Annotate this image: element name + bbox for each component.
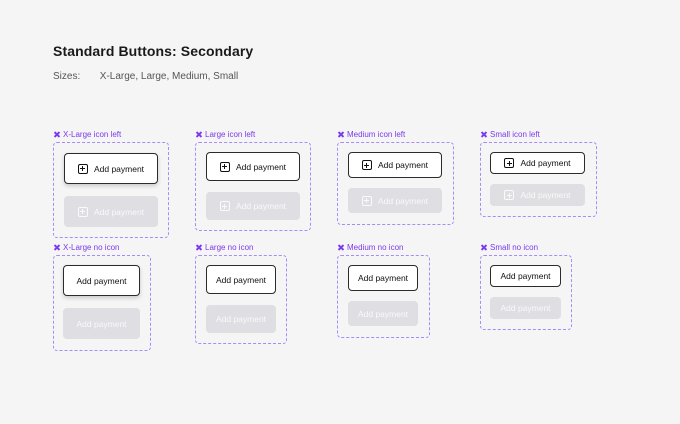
component-frame xyxy=(337,142,454,225)
diamond-icon xyxy=(337,244,344,251)
component-frame xyxy=(53,255,151,351)
add-payment-button[interactable]: Add payment xyxy=(64,153,158,184)
sizes-label: Sizes: xyxy=(53,71,81,82)
add-payment-button-disabled: Add payment xyxy=(490,297,561,319)
group-label: X-Large icon left xyxy=(53,130,121,139)
diamond-icon xyxy=(195,131,202,138)
button-label: Add payment xyxy=(357,273,409,283)
add-payment-button-disabled: Add payment xyxy=(348,188,442,213)
plus-icon xyxy=(77,206,88,217)
button-label: Add payment xyxy=(377,160,429,170)
group-label-text: X-Large icon left xyxy=(63,130,122,139)
add-payment-button[interactable]: Add payment xyxy=(348,152,442,178)
add-payment-button-disabled: Add payment xyxy=(206,305,276,333)
group-label: Large no icon xyxy=(195,243,253,252)
component-frame xyxy=(480,255,572,330)
diamond-icon xyxy=(53,244,60,251)
add-payment-button-disabled: Add payment xyxy=(490,184,585,206)
group-label: Medium icon left xyxy=(337,130,405,139)
group-label-text: Small icon left xyxy=(490,130,540,139)
button-label: Add payment xyxy=(235,201,287,211)
diamond-icon xyxy=(337,131,344,138)
button-label: Add payment xyxy=(215,274,267,285)
group-label-text: Small no icon xyxy=(490,243,539,252)
component-frame xyxy=(480,142,597,217)
button-label: Add payment xyxy=(520,158,571,168)
plus-icon xyxy=(219,161,230,172)
button-label: Add payment xyxy=(520,190,571,200)
group-label: Large icon left xyxy=(195,130,255,139)
add-payment-button[interactable]: Add payment xyxy=(206,265,276,294)
button-label: Add payment xyxy=(357,308,409,319)
plus-icon xyxy=(504,190,515,200)
button-label: Add payment xyxy=(377,195,429,206)
group-label: Small no icon xyxy=(480,243,538,252)
group-label-text: Medium no icon xyxy=(347,243,404,252)
add-payment-button-disabled: Add payment xyxy=(206,192,300,220)
plus-icon xyxy=(361,195,372,206)
button-label: Add payment xyxy=(93,163,145,174)
add-payment-button-disabled: Add payment xyxy=(64,196,158,227)
diamond-icon xyxy=(480,244,487,251)
group-label-text: X-Large no icon xyxy=(63,243,120,252)
diamond-icon xyxy=(480,131,487,138)
group-label-text: Medium icon left xyxy=(347,130,406,139)
group-label-text: Large no icon xyxy=(205,243,254,252)
button-label: Add payment xyxy=(93,206,145,217)
component-frame xyxy=(195,255,287,344)
add-payment-button[interactable]: Add payment xyxy=(206,152,300,181)
group-label: X-Large no icon xyxy=(53,243,119,252)
plus-icon xyxy=(504,158,515,168)
group-label: Small icon left xyxy=(480,130,540,139)
component-frame xyxy=(337,255,430,338)
sizes-row: Sizes: X-Large, Large, Medium, Small xyxy=(53,71,238,82)
group-label: Medium no icon xyxy=(337,243,403,252)
add-payment-button[interactable]: Add payment xyxy=(63,265,140,296)
button-label: Add payment xyxy=(76,318,127,329)
sizes-value: X-Large, Large, Medium, Small xyxy=(99,71,239,82)
add-payment-button[interactable]: Add payment xyxy=(348,265,418,291)
page-title: Standard Buttons: Secondary xyxy=(53,43,254,59)
plus-icon xyxy=(219,201,230,211)
button-label: Add payment xyxy=(500,303,551,313)
button-label: Add payment xyxy=(235,161,287,172)
component-frame xyxy=(53,142,169,238)
group-label-text: Large icon left xyxy=(205,130,256,139)
button-label: Add payment xyxy=(215,314,267,324)
button-label: Add payment xyxy=(76,275,127,286)
component-frame xyxy=(195,142,311,231)
plus-icon xyxy=(361,160,372,170)
add-payment-button[interactable]: Add payment xyxy=(490,265,561,287)
diamond-icon xyxy=(53,131,60,138)
button-label: Add payment xyxy=(500,271,551,281)
plus-icon xyxy=(77,163,88,174)
add-payment-button[interactable]: Add payment xyxy=(490,152,585,174)
add-payment-button-disabled: Add payment xyxy=(63,308,140,339)
diamond-icon xyxy=(195,244,202,251)
add-payment-button-disabled: Add payment xyxy=(348,301,418,326)
